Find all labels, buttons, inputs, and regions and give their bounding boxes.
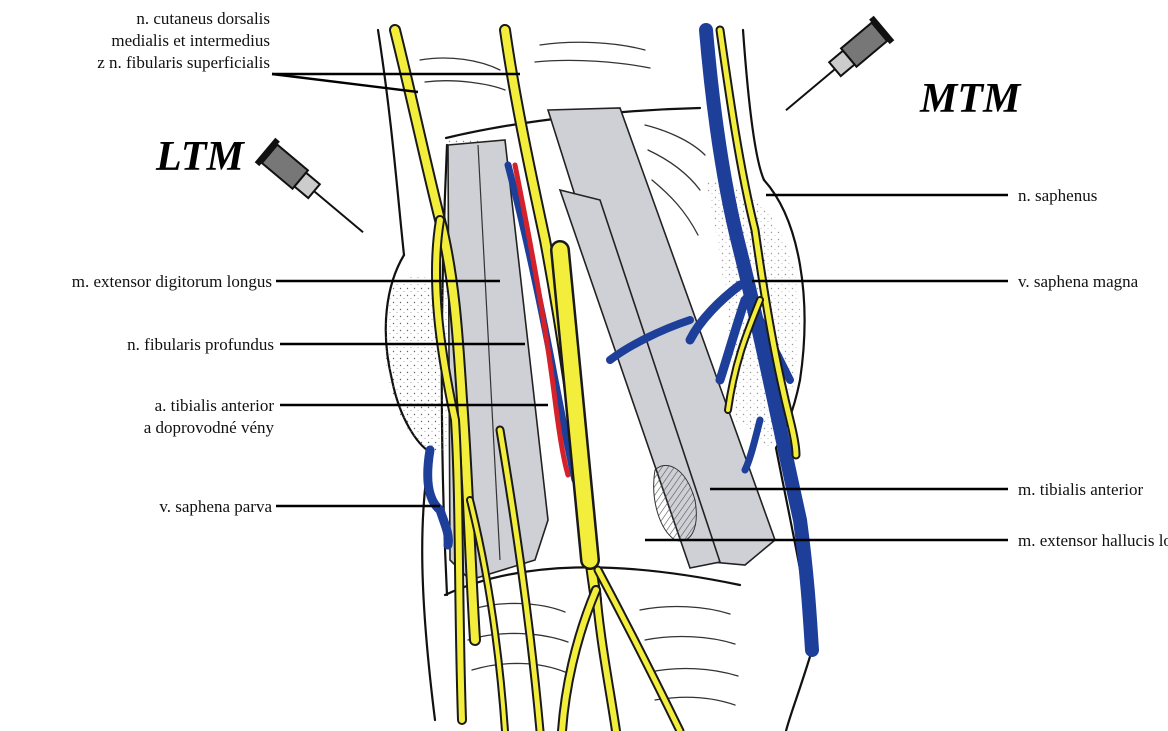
label-tibialis-anterior-muscle: m. tibialis anterior: [1018, 480, 1143, 499]
label-fibularis-profundus: n. fibularis profundus: [127, 335, 274, 354]
syringe-icon: [255, 138, 374, 245]
label-saphena-magna: v. saphena magna: [1018, 272, 1139, 291]
label-cutaneus-2: medialis et intermedius: [111, 31, 270, 50]
label-saphenus: n. saphenus: [1018, 186, 1097, 205]
syringe-icon: [776, 16, 895, 123]
label-tibialis-anterior-artery-2: a doprovodné vény: [144, 418, 275, 437]
label-saphena-parva: v. saphena parva: [159, 497, 272, 516]
label-extensor-hallucis-longus: m. extensor hallucis longus: [1018, 531, 1168, 550]
label-mtm: MTM: [919, 76, 1022, 122]
label-ltm: LTM: [155, 134, 246, 180]
label-cutaneus-3: z n. fibularis superficialis: [97, 53, 270, 72]
label-cutaneus-1: n. cutaneus dorsalis: [136, 9, 270, 28]
label-tibialis-anterior-artery-1: a. tibialis anterior: [155, 396, 275, 415]
label-extensor-digitorum-longus: m. extensor digitorum longus: [72, 272, 272, 291]
